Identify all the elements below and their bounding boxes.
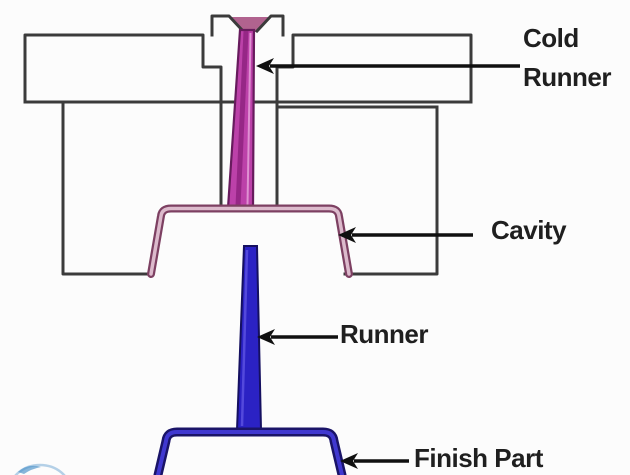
cavity-label: Cavity (491, 215, 567, 245)
cavity-plate-right-edge (343, 105, 439, 276)
cold-runner-label: Cold Runner (523, 19, 612, 97)
cavity-part-inner (149, 206, 351, 276)
finish-part-outer (153, 427, 347, 475)
sprue-stripe (235, 30, 249, 207)
runner-stem (235, 245, 263, 431)
sprue-cold-runner (226, 28, 256, 210)
cold-runner-label-line2: Runner (523, 62, 612, 92)
bushing-flange-right (254, 14, 285, 37)
runner-arrow-head (257, 329, 275, 345)
globe-watermark-icon (14, 463, 66, 475)
callout-arrows (256, 58, 520, 469)
runner-shape (235, 245, 263, 431)
sprue-highlight (246, 32, 252, 206)
cavity-part (147, 204, 353, 278)
cavity-arrow-head (338, 227, 356, 243)
top-plate-left (23, 33, 223, 210)
cold-runner-label-line1: Cold (523, 23, 579, 53)
finish-part-label: Finish Part (414, 443, 543, 473)
cavity-plate-left-edge (61, 100, 153, 276)
runner-highlight (240, 249, 249, 427)
finish-part-arrow-head (340, 453, 358, 469)
cold-runner-arrow-head (256, 58, 274, 74)
finish-part-inner (156, 430, 344, 475)
finish-part-shape (153, 427, 347, 475)
runner-label: Runner (340, 319, 429, 349)
top-plate-right (275, 33, 473, 210)
bushing-flange-left (210, 14, 246, 37)
